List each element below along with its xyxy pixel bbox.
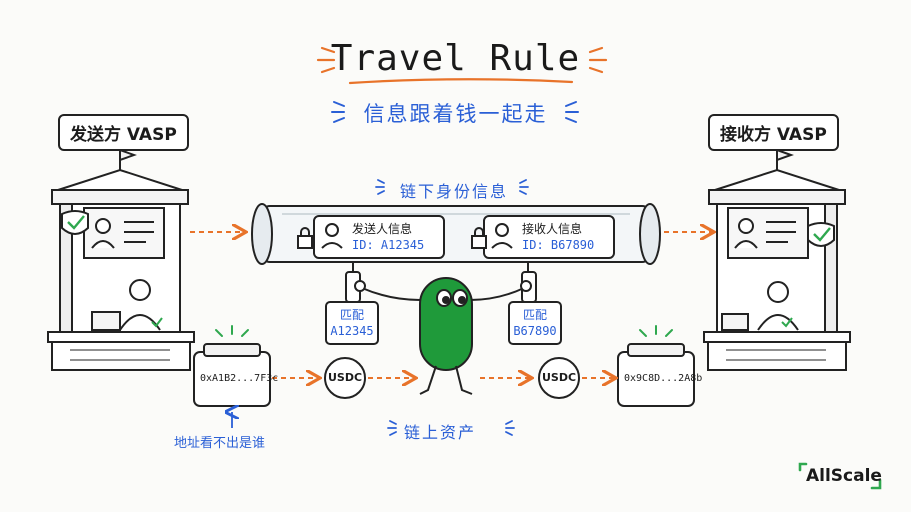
- match-right-label: 匹配: [522, 308, 547, 322]
- green-bean-character: [354, 277, 532, 395]
- match-left-label: 匹配: [339, 308, 364, 322]
- label-decor: [375, 179, 529, 436]
- subtitle-decor: [331, 101, 579, 123]
- match-left-id: A12345: [330, 324, 374, 338]
- sender-info-title: 发送人信息: [352, 222, 413, 236]
- receiver-vasp-label: 接收方 VASP: [708, 114, 839, 151]
- page-subtitle: 信息跟着钱一起走: [363, 102, 548, 126]
- page-title: Travel Rule: [330, 38, 581, 79]
- coins: [324, 357, 580, 399]
- receiver-info-id: ID: B67890: [522, 238, 595, 252]
- wallet-left-address: 0xA1B2...7F3c: [200, 373, 279, 384]
- sender-vasp-label: 发送方 VASP: [58, 114, 189, 151]
- receiver-booth: [703, 148, 851, 371]
- title-decor: [316, 46, 608, 85]
- flow-arrows: [190, 232, 712, 378]
- coin-right: USDC: [541, 371, 577, 384]
- wallet-right-address: 0x9C8D...2A8b: [624, 373, 703, 384]
- sender-booth: [47, 148, 195, 371]
- wallet-sparks: [215, 325, 673, 337]
- receiver-info-title: 接收人信息: [522, 222, 583, 236]
- sender-info-id: ID: A12345: [352, 238, 425, 252]
- onchain-label: 链上资产: [404, 423, 477, 442]
- info-tube: [251, 203, 661, 272]
- brand-name: AllScale: [806, 466, 882, 486]
- allscale-logo-icon: [798, 462, 882, 490]
- address-note: 地址看不出是谁: [174, 436, 266, 451]
- match-right-id: B67890: [513, 324, 557, 338]
- coin-left: USDC: [327, 371, 363, 384]
- offchain-label: 链下身份信息: [400, 182, 509, 201]
- wallets: [193, 343, 695, 407]
